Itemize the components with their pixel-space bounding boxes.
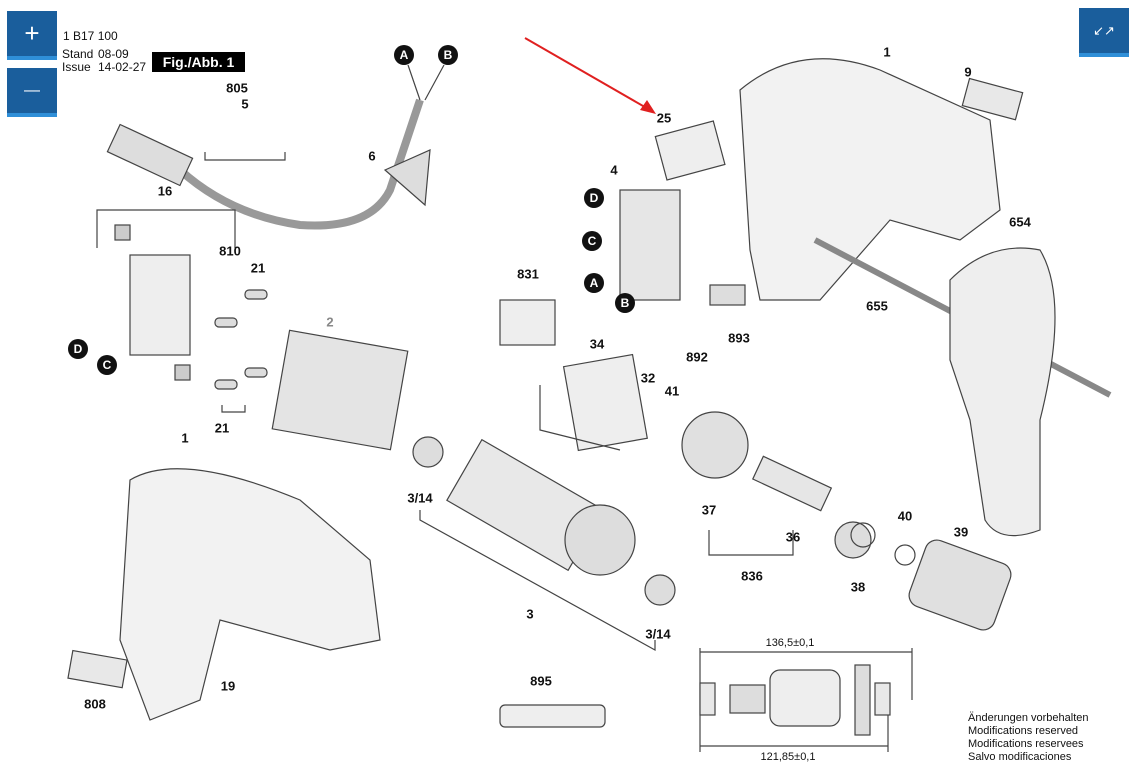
callout: 655	[866, 298, 888, 314]
collapse-icon: ↙↗	[1093, 22, 1115, 38]
callout: 40	[897, 508, 913, 524]
note-line: Modifications reservees	[968, 738, 1084, 750]
callout: 808	[84, 696, 106, 712]
callout: 21	[214, 420, 230, 436]
note-line: Änderungen vorbehalten	[968, 712, 1089, 724]
modification-notes: Änderungen vorbehalten Modifications res…	[968, 712, 1088, 764]
highlight-arrow	[524, 37, 656, 114]
callout: 21	[250, 260, 266, 276]
auxiliary-handle	[949, 247, 1056, 537]
plug	[106, 123, 194, 187]
collapse-button[interactable]: ↙↗	[1079, 8, 1129, 57]
callout: 3/14	[407, 490, 433, 506]
callout: 3/14	[645, 626, 671, 642]
callout: 810	[219, 243, 241, 259]
stand-value: 08-09	[98, 47, 129, 61]
connector-marker: C	[582, 231, 602, 251]
callout: 41	[664, 383, 680, 399]
callout: 9	[964, 64, 972, 80]
callout: 892	[686, 349, 708, 365]
connector-marker: A	[394, 45, 414, 65]
plus-icon: +	[24, 18, 40, 48]
connector-marker: D	[584, 188, 604, 208]
connector-marker: C	[97, 355, 117, 375]
callout: 16	[157, 183, 173, 199]
switch	[619, 189, 681, 301]
chuck	[908, 539, 1012, 631]
connector-marker: B	[615, 293, 635, 313]
callout: 654	[1009, 214, 1031, 230]
callout: 895	[530, 673, 552, 689]
callout: 836	[741, 568, 763, 584]
callout: 1	[181, 430, 189, 446]
brush-holder	[129, 254, 191, 356]
connector-marker: D	[68, 339, 88, 359]
zoom-in-button[interactable]: +	[7, 11, 57, 60]
minus-icon: —	[24, 81, 40, 99]
callout: 6	[368, 148, 376, 164]
connector-marker: B	[438, 45, 458, 65]
callout: 3	[526, 606, 534, 622]
callout: 39	[953, 524, 969, 540]
dimension-overall: 136,5±0,1	[765, 637, 815, 649]
issue-label: Issue	[62, 60, 91, 74]
callout: 32	[640, 370, 656, 386]
callout: 893	[728, 330, 750, 346]
callout: 19	[220, 678, 236, 694]
zoom-out-button[interactable]: —	[7, 68, 57, 117]
callout: 2	[326, 314, 334, 330]
cord-sleeve	[383, 149, 431, 207]
connector-marker: A	[584, 273, 604, 293]
power-cord	[177, 98, 424, 230]
callout: 5	[241, 96, 249, 112]
callout: 38	[850, 579, 866, 595]
figure-label: Fig./Abb. 1	[152, 52, 245, 72]
gear	[681, 411, 749, 479]
housing-right	[739, 58, 1001, 301]
callout: 4	[610, 162, 618, 178]
callout: 34	[589, 336, 605, 352]
part-number: 1 B17 100	[63, 29, 118, 43]
note-line: Modifications reserved	[968, 725, 1079, 737]
issue-value: 14-02-27	[98, 60, 147, 74]
callout: 36	[785, 529, 801, 545]
callout: 25	[656, 110, 672, 126]
field-coil	[271, 329, 409, 451]
dimension-inner: 121,85±0,1	[760, 751, 816, 763]
housing-left	[119, 468, 381, 721]
callout: 37	[701, 502, 717, 518]
stand-label: Stand	[62, 47, 94, 61]
callout: 831	[517, 266, 539, 282]
note-line: Salvo modificaciones	[968, 751, 1072, 763]
callout: 805	[226, 80, 248, 96]
callout: 1	[883, 44, 891, 60]
